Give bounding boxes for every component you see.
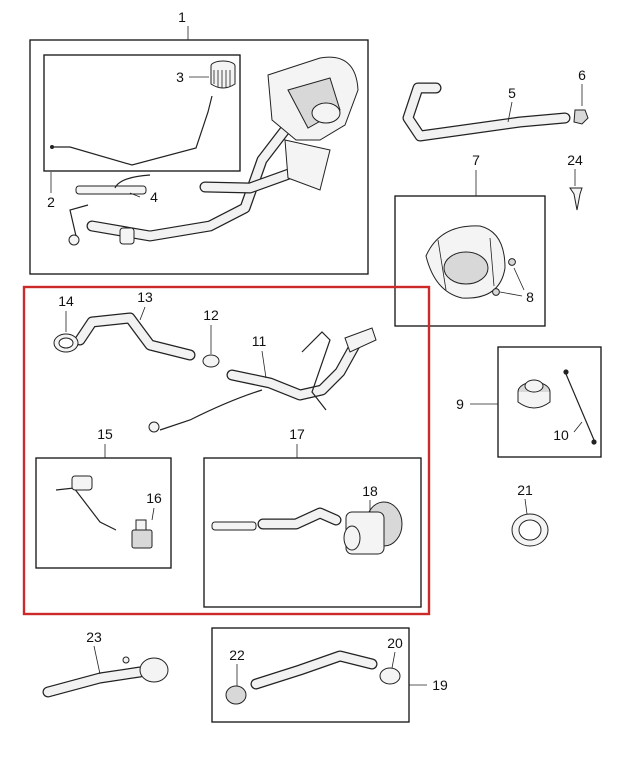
assembly-1-group: 1 2 3 4 [29, 9, 369, 275]
hose-13[interactable] [74, 312, 196, 361]
callout-23: 23 [86, 629, 102, 645]
canister-18[interactable] [343, 501, 403, 555]
callout-8: 8 [526, 289, 534, 305]
callout-18: 18 [362, 483, 378, 499]
clamp-20[interactable] [379, 667, 401, 685]
hose-19[interactable] [250, 650, 378, 690]
callout-4: 4 [150, 189, 158, 205]
assembly-17-box [203, 457, 422, 608]
ring-21[interactable] [511, 513, 549, 547]
callout-9: 9 [456, 396, 464, 412]
clamp-14[interactable] [53, 333, 79, 353]
callout-3: 3 [176, 69, 184, 85]
filler-neck-assembly[interactable] [68, 56, 359, 246]
fitting-17a[interactable] [211, 521, 257, 531]
hose-5[interactable] [402, 82, 571, 142]
callout-6: 6 [578, 67, 586, 83]
callout-2: 2 [47, 194, 55, 210]
sleeve-4[interactable] [75, 174, 151, 195]
hose-17b[interactable] [257, 507, 342, 530]
callout-14: 14 [58, 293, 74, 309]
assembly-15-box [35, 457, 172, 569]
housing-7[interactable] [425, 225, 506, 299]
assembly-1-box [29, 39, 369, 275]
pin-24[interactable] [569, 187, 583, 211]
tether-10[interactable] [563, 369, 597, 445]
assembly-19-box [211, 627, 410, 723]
callout-19: 19 [432, 677, 448, 693]
clamp-22[interactable] [225, 685, 247, 705]
callout-22: 22 [229, 647, 245, 663]
subassembly-2-box [43, 54, 241, 172]
assembly-19-group: 19 20 22 [211, 627, 448, 723]
assembly-7-box [394, 195, 546, 327]
rod-2[interactable] [50, 95, 213, 166]
fuel-cap-9[interactable] [517, 379, 551, 409]
assembly-9-box [497, 346, 602, 458]
callout-16: 16 [146, 490, 162, 506]
callout-12: 12 [203, 307, 219, 323]
callout-17: 17 [289, 426, 305, 442]
highlighted-group: 13 14 12 11 [22, 285, 431, 616]
assembly-9-group: 9 10 [456, 346, 602, 458]
highlight-frame [22, 285, 431, 616]
nut-6[interactable] [573, 109, 589, 125]
tube-23[interactable] [42, 656, 169, 698]
callout-21: 21 [517, 482, 533, 498]
callout-7: 7 [472, 152, 480, 168]
callout-11: 11 [252, 333, 267, 349]
callout-1: 1 [178, 9, 186, 25]
filler-tube-11[interactable] [148, 327, 377, 433]
callout-13: 13 [137, 289, 153, 305]
clamp-12[interactable] [202, 354, 220, 368]
callout-24: 24 [567, 152, 583, 168]
callout-5: 5 [508, 85, 516, 101]
connector-16[interactable] [131, 519, 153, 549]
cap-3[interactable] [210, 60, 236, 89]
assembly-7-group: 7 8 [394, 152, 546, 327]
callout-10: 10 [553, 427, 569, 443]
tube-15[interactable] [55, 475, 117, 531]
callout-20: 20 [387, 635, 403, 651]
screw-8[interactable] [492, 258, 516, 296]
callout-15: 15 [97, 426, 113, 442]
